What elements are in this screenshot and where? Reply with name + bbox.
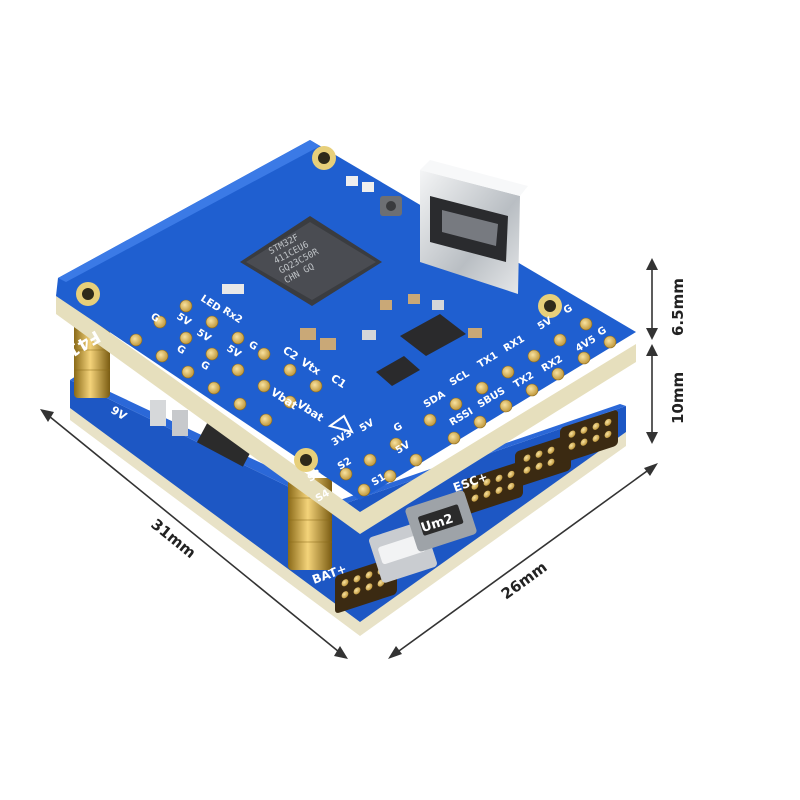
- height-dimension: [646, 258, 658, 444]
- usb-c-port: [420, 160, 528, 294]
- total-height-label: 10mm: [669, 372, 687, 424]
- pdb-components: Um2: [150, 400, 477, 583]
- length-dimension: [40, 409, 348, 659]
- smd-components: [222, 176, 482, 386]
- mcu-chip: STM32F 411CEU6 GQ23C50R CHN GQ: [240, 216, 382, 306]
- top-height-label: 6.5mm: [669, 278, 687, 336]
- length-label: 31mm: [147, 515, 199, 562]
- width-dimension: [388, 463, 658, 659]
- solder-pads: [129, 299, 617, 497]
- bottom-board: Um2 BAT+ ESC+ 9V: [70, 376, 626, 636]
- width-label: 26mm: [498, 558, 551, 603]
- mounting-holes: [76, 146, 562, 472]
- dimension-annotations: [40, 258, 658, 659]
